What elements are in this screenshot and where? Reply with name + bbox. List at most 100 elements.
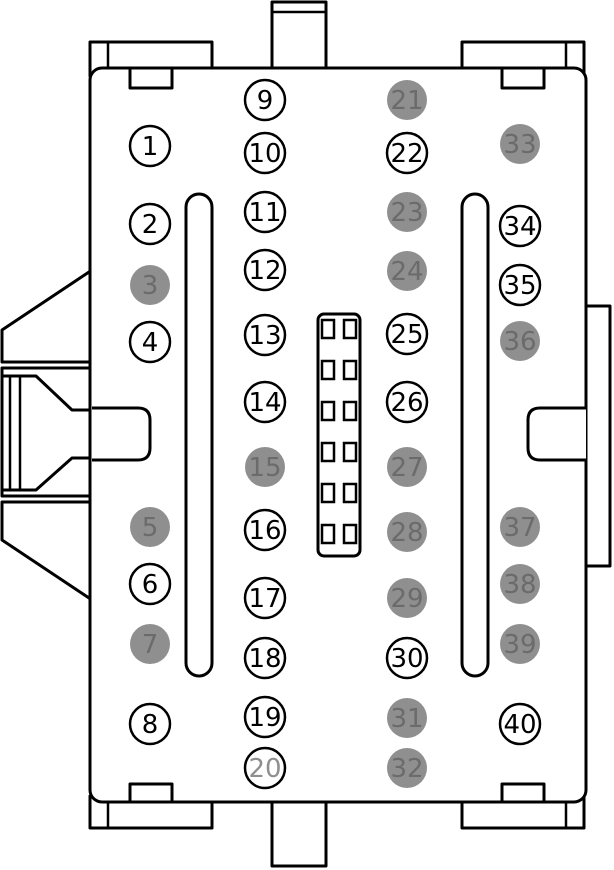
pin-37: 37 bbox=[500, 507, 540, 547]
pin-circle bbox=[387, 578, 427, 618]
pin-7: 7 bbox=[130, 624, 170, 664]
center-key-block bbox=[316, 312, 362, 558]
pin-circle bbox=[498, 702, 542, 746]
pin-circle bbox=[128, 562, 172, 606]
pin-label: 35 bbox=[503, 271, 536, 301]
pin-label: 17 bbox=[248, 584, 281, 614]
pin-label: 22 bbox=[390, 139, 423, 169]
pin-circle bbox=[500, 321, 540, 361]
left-inner-tab bbox=[92, 406, 152, 462]
pin-layer: 1234567891011121314151617181920212223242… bbox=[128, 78, 542, 790]
pin-3: 3 bbox=[130, 265, 170, 305]
pin-label: 2 bbox=[142, 210, 159, 240]
pin-label: 3 bbox=[142, 271, 159, 301]
pin-circle bbox=[387, 192, 427, 232]
pin-label: 34 bbox=[503, 212, 536, 242]
pin-40: 40 bbox=[498, 702, 542, 746]
pin-circle bbox=[243, 746, 287, 790]
pin-label: 38 bbox=[503, 570, 536, 600]
pin-18: 18 bbox=[243, 636, 287, 680]
key-cavity bbox=[320, 400, 336, 422]
pin-label: 31 bbox=[390, 704, 423, 734]
pin-circle bbox=[500, 624, 540, 664]
pin-17: 17 bbox=[243, 576, 287, 620]
pin-label: 14 bbox=[248, 388, 281, 418]
pin-label: 13 bbox=[248, 321, 281, 351]
pin-label: 20 bbox=[248, 754, 281, 784]
pin-circle bbox=[387, 80, 427, 120]
pin-circle bbox=[130, 265, 170, 305]
key-cavity bbox=[342, 400, 358, 422]
pin-circle bbox=[387, 447, 427, 487]
key-cavity bbox=[342, 482, 358, 504]
pin-19: 19 bbox=[243, 695, 287, 739]
pin-label: 30 bbox=[390, 644, 423, 674]
right-side-rail bbox=[582, 304, 612, 568]
pin-label: 26 bbox=[390, 388, 423, 418]
pin-32: 32 bbox=[387, 748, 427, 788]
key-cavity bbox=[320, 318, 336, 340]
pin-27: 27 bbox=[387, 447, 427, 487]
pin-label: 5 bbox=[142, 513, 159, 543]
pin-label: 24 bbox=[390, 257, 423, 287]
pin-circle bbox=[500, 507, 540, 547]
pin-21: 21 bbox=[387, 80, 427, 120]
pin-label: 21 bbox=[390, 86, 423, 116]
key-cavity bbox=[342, 523, 358, 545]
key-cavity bbox=[320, 482, 336, 504]
pin-25: 25 bbox=[385, 312, 429, 356]
pin-circle bbox=[385, 131, 429, 175]
pin-28: 28 bbox=[387, 512, 427, 552]
pin-label: 8 bbox=[142, 710, 159, 740]
bottom-latch-tab bbox=[270, 794, 328, 868]
pin-11: 11 bbox=[243, 190, 287, 234]
pin-circle bbox=[387, 748, 427, 788]
pin-24: 24 bbox=[387, 251, 427, 291]
pin-circle bbox=[243, 131, 287, 175]
pin-circle bbox=[498, 204, 542, 248]
pin-39: 39 bbox=[500, 624, 540, 664]
pin-circle bbox=[243, 380, 287, 424]
pin-label: 28 bbox=[390, 518, 423, 548]
pin-label: 11 bbox=[248, 198, 281, 228]
pin-label: 36 bbox=[503, 327, 536, 357]
key-cavity bbox=[342, 441, 358, 463]
pin-circle bbox=[500, 564, 540, 604]
pin-38: 38 bbox=[500, 564, 540, 604]
pin-label: 40 bbox=[503, 710, 536, 740]
pin-circle bbox=[243, 190, 287, 234]
pin-circle bbox=[243, 78, 287, 122]
pin-1: 1 bbox=[128, 124, 172, 168]
pin-label: 32 bbox=[390, 754, 423, 784]
pin-label: 12 bbox=[248, 256, 281, 286]
pin-circle bbox=[243, 636, 287, 680]
pin-circle bbox=[387, 512, 427, 552]
housing-top-notches bbox=[128, 66, 546, 90]
key-cavity bbox=[342, 359, 358, 381]
pin-31: 31 bbox=[387, 698, 427, 738]
pin-20: 20 bbox=[243, 746, 287, 790]
pin-2: 2 bbox=[128, 202, 172, 246]
pin-29: 29 bbox=[387, 578, 427, 618]
pin-label: 23 bbox=[390, 198, 423, 228]
pin-circle bbox=[130, 624, 170, 664]
pin-label: 16 bbox=[248, 516, 281, 546]
pin-5: 5 bbox=[130, 507, 170, 547]
left-side-latch bbox=[0, 268, 94, 602]
pin-circle bbox=[128, 320, 172, 364]
pin-circle bbox=[243, 508, 287, 552]
pin-label: 6 bbox=[142, 570, 159, 600]
pin-26: 26 bbox=[385, 380, 429, 424]
pin-label: 10 bbox=[248, 139, 281, 169]
pin-label: 33 bbox=[503, 130, 536, 160]
pin-circle bbox=[128, 202, 172, 246]
pin-circle bbox=[500, 124, 540, 164]
pin-10: 10 bbox=[243, 131, 287, 175]
pin-22: 22 bbox=[385, 131, 429, 175]
left-polarization-slot bbox=[184, 192, 214, 678]
pin-30: 30 bbox=[385, 636, 429, 680]
pin-circle bbox=[385, 636, 429, 680]
pin-13: 13 bbox=[243, 313, 287, 357]
